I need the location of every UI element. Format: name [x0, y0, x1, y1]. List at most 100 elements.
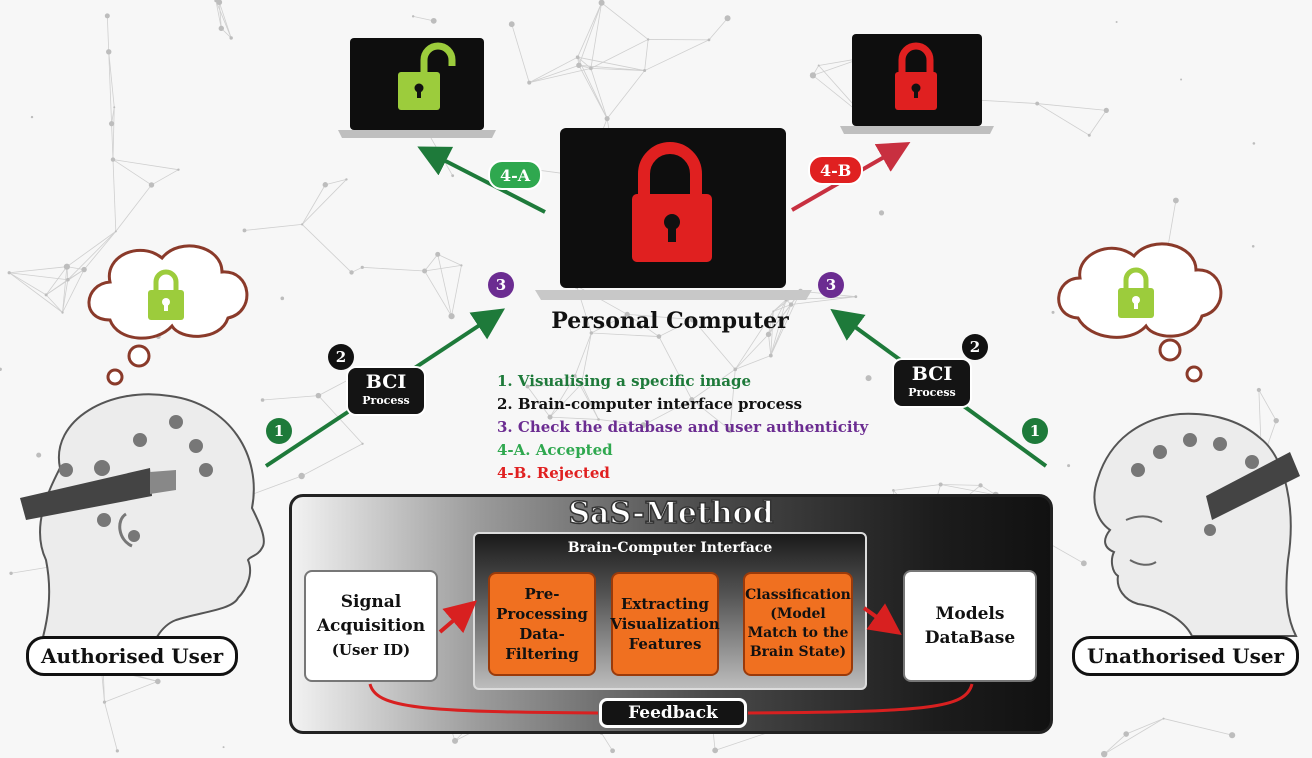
network-node [1087, 133, 1091, 137]
network-link [437, 254, 452, 317]
network-link [1036, 103, 1090, 136]
network-node [242, 228, 247, 233]
network-node [1103, 107, 1109, 113]
personal-computer [535, 128, 812, 300]
network-node [525, 384, 530, 389]
network-node [579, 381, 584, 387]
network-link [893, 484, 941, 491]
big-red-lock-icon [632, 142, 712, 262]
network-link [574, 332, 592, 376]
network-link [691, 369, 736, 400]
network-link [644, 39, 710, 71]
network-node [7, 271, 11, 275]
network-node [222, 746, 225, 749]
right-thought-cloud [1057, 242, 1223, 383]
network-link [325, 179, 347, 186]
network-node [102, 700, 107, 704]
network-node [218, 25, 224, 32]
bci-sub: Process [908, 386, 956, 399]
network-link [301, 179, 347, 225]
network-node [575, 55, 580, 59]
bci-process-badge-right: BCI Process [894, 360, 970, 406]
network-link [940, 484, 981, 486]
network-node [1251, 245, 1255, 248]
feedback-line-left [368, 683, 599, 715]
network-link [424, 254, 439, 272]
network-node [216, 0, 223, 6]
network-link [590, 2, 602, 69]
network-link [692, 319, 736, 370]
network-node [707, 38, 711, 42]
network-link [590, 68, 608, 119]
network-link [45, 294, 63, 313]
accepted-arrow [417, 146, 546, 214]
network-node [148, 182, 155, 188]
network-link [581, 332, 592, 384]
network-node [61, 311, 64, 314]
pre-processing-box: Pre-Processing Data-Filtering [488, 572, 596, 676]
legend-item-4b: 4-B. Rejected [497, 464, 610, 482]
network-node [892, 489, 895, 492]
network-node [624, 311, 630, 317]
authorised-user-head [20, 393, 265, 661]
network-link [62, 269, 85, 313]
network-link [577, 57, 608, 119]
network-link [601, 732, 613, 751]
network-node [604, 116, 610, 122]
network-link [1103, 718, 1164, 755]
network-node [106, 49, 112, 55]
network-node [280, 296, 285, 301]
network-link [791, 296, 856, 305]
network-node [1180, 78, 1183, 81]
unlocked-lock-icon [398, 42, 456, 110]
bci-title: BCI [911, 363, 953, 385]
network-link [66, 231, 117, 267]
network-node [1100, 750, 1108, 758]
network-node [9, 571, 13, 575]
network-node [36, 452, 42, 458]
network-node [1273, 417, 1279, 424]
network-link [108, 51, 115, 108]
network-link [115, 184, 152, 232]
network-link [591, 313, 628, 334]
network-link [590, 39, 649, 69]
network-node [260, 398, 265, 402]
network-node [452, 737, 459, 744]
network-node [1256, 387, 1261, 393]
step-2-badge-left: 2 [328, 344, 354, 370]
step-4a-badge: 4-A [488, 160, 543, 190]
network-node [878, 210, 885, 216]
network-link [67, 231, 117, 280]
network-node [768, 353, 773, 358]
laptop-accepted [338, 38, 496, 138]
network-link [577, 2, 602, 58]
network-node [1162, 717, 1165, 720]
network-link [715, 730, 772, 751]
network-node [689, 316, 697, 323]
network-link [215, 0, 232, 39]
network-node [63, 263, 70, 270]
network-node [1051, 310, 1055, 314]
network-node [113, 106, 116, 109]
network-node [772, 310, 775, 313]
network-node [724, 15, 731, 22]
step-1-badge-left: 1 [266, 418, 292, 444]
network-link [83, 231, 117, 270]
network-node [104, 13, 110, 19]
network-link [768, 299, 787, 335]
acquisition-to-bci-arrow [438, 600, 478, 634]
network-link [644, 39, 649, 71]
network-node [1172, 197, 1179, 204]
network-node [598, 0, 605, 6]
network-link [974, 99, 1038, 104]
network-node [689, 397, 695, 403]
network-link [511, 24, 530, 83]
network-node [435, 251, 441, 257]
signal-line-2: Acquisition [316, 616, 426, 636]
network-node [1035, 101, 1040, 106]
network-link [735, 355, 771, 370]
network-link [708, 18, 728, 41]
sas-method-title: SaS-Method [568, 495, 775, 532]
